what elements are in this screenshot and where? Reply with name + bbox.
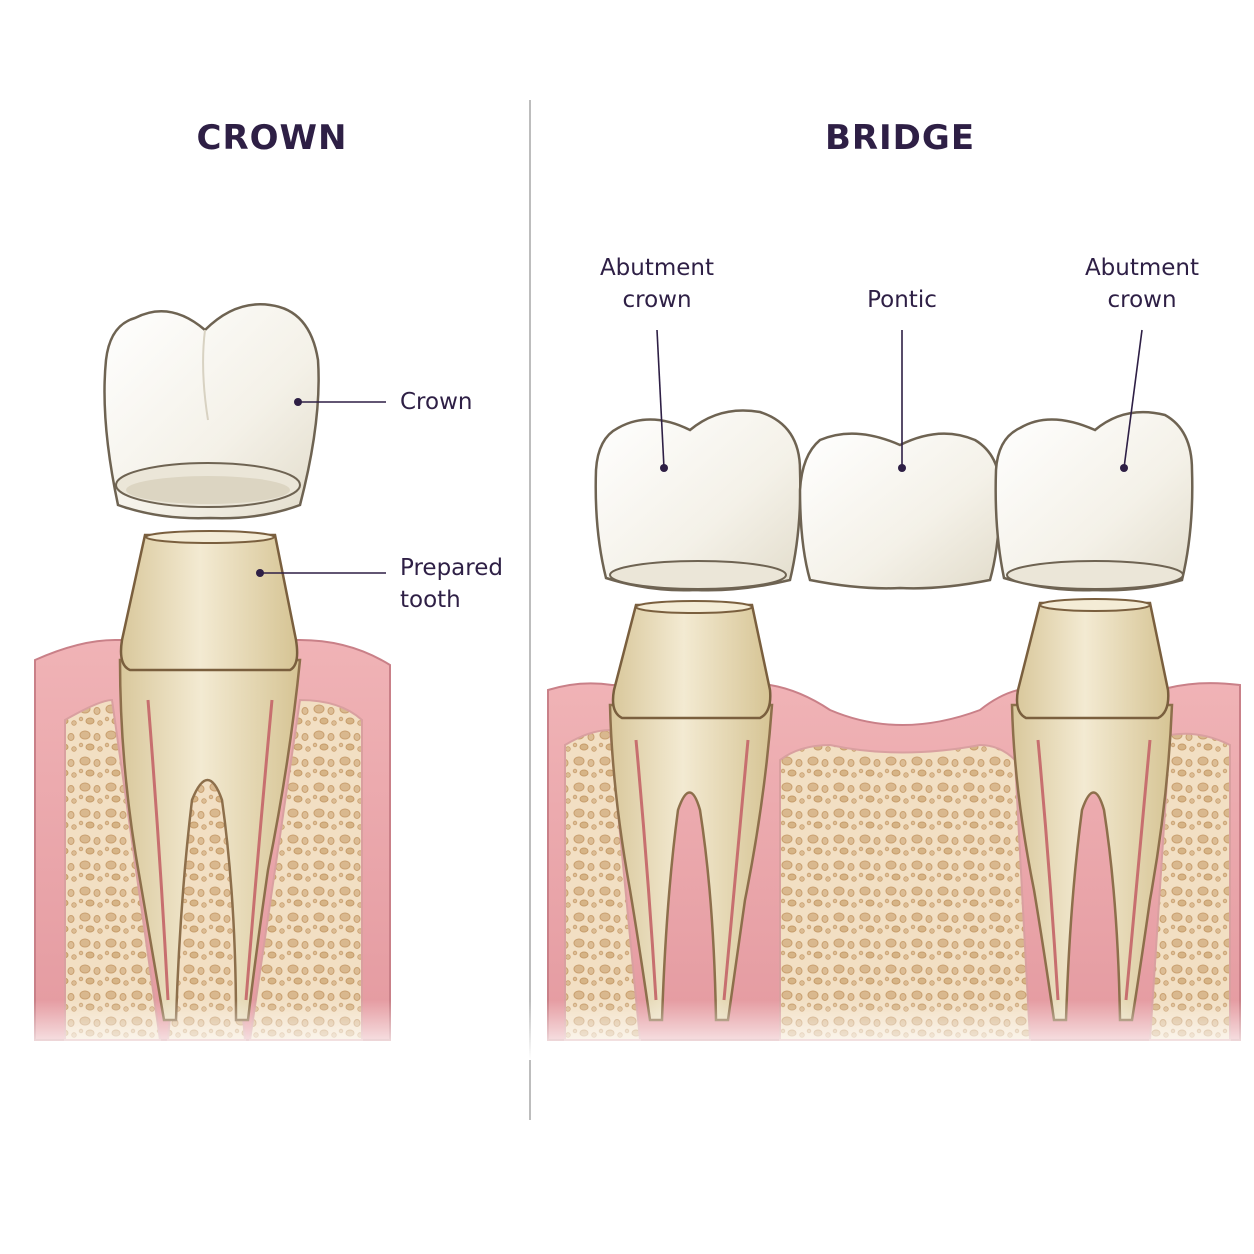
label-prepared-tooth-line1: Prepared: [400, 555, 503, 581]
label-pontic: Pontic: [867, 287, 937, 313]
bridge-section-title: BRIDGE: [824, 118, 976, 158]
crown-cap: [103, 303, 320, 520]
bridge-right-prepared-tooth: [1010, 598, 1174, 1022]
label-abutment-left-line2: crown: [622, 287, 692, 313]
label-abutment-crown-right: Abutment crown: [1067, 252, 1217, 316]
bridge-left-prepared-tooth: [608, 600, 774, 1022]
label-crown: Crown: [400, 389, 473, 415]
bridge-leaders: [656, 329, 1143, 472]
label-prepared-tooth: Prepared tooth: [400, 552, 503, 616]
crown-prepared-tooth: [118, 530, 302, 1022]
crown-leaders: [256, 398, 386, 577]
crown-gum-and-bone: [34, 639, 391, 1041]
crown-section-title: CROWN: [196, 118, 348, 158]
label-abutment-right-line1: Abutment: [1084, 255, 1200, 281]
label-abutment-right-line2: crown: [1107, 287, 1177, 313]
label-abutment-crown-left: Abutment crown: [582, 252, 732, 316]
bridge-crowns: [594, 409, 1194, 592]
label-abutment-left-line1: Abutment: [599, 255, 715, 281]
label-prepared-tooth-line2: tooth: [400, 587, 461, 613]
